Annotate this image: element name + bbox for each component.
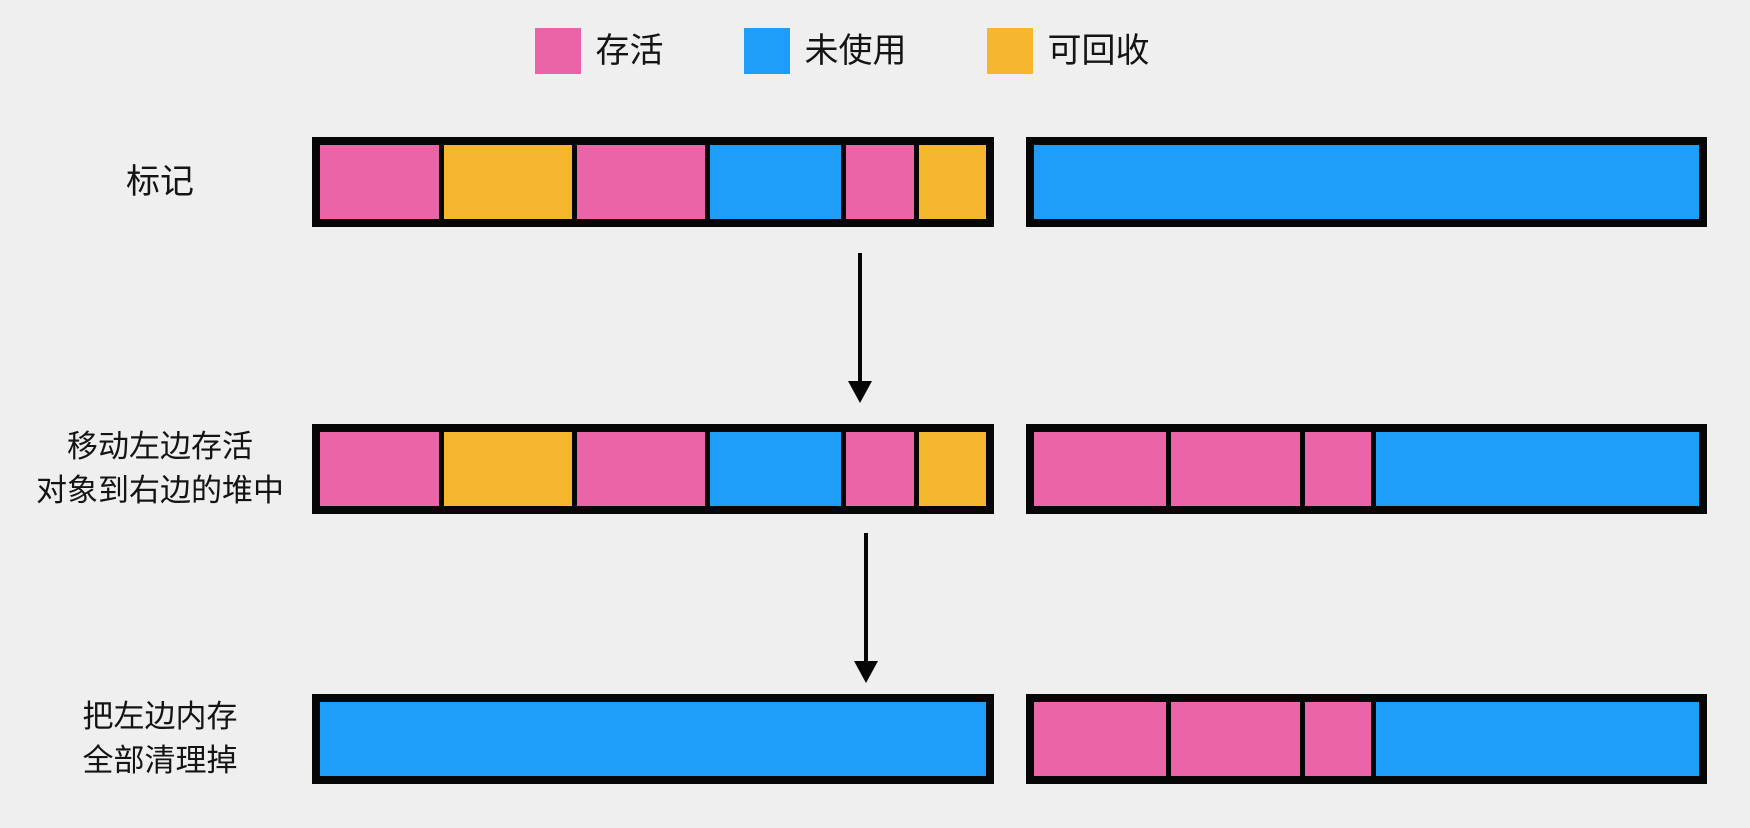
memory-segment-unused — [1375, 432, 1699, 506]
alive-swatch-icon — [534, 28, 581, 74]
memory-bar-left-heap — [312, 694, 994, 784]
stage-label-line: 移动左边存活 — [67, 428, 253, 464]
down-arrow-icon — [854, 533, 878, 683]
memory-segment-alive — [1170, 432, 1300, 506]
memory-segment-unused — [709, 432, 842, 506]
memory-segment-alive — [320, 145, 439, 219]
legend-item-unused: 未使用 — [743, 28, 907, 74]
memory-segment-alive — [846, 432, 914, 506]
stage-row-clear: 把左边内存 全部清理掉 — [0, 694, 1750, 784]
memory-segment-alive — [576, 432, 705, 506]
legend-label-recyclable: 可回收 — [1047, 32, 1150, 70]
stage-label-line: 标记 — [126, 162, 194, 201]
legend: 存活 未使用 可回收 — [0, 28, 1684, 74]
memory-segment-recyclable — [443, 432, 572, 506]
stage-label-line: 对象到右边的堆中 — [36, 473, 284, 508]
memory-segment-recyclable — [918, 145, 987, 219]
stage-label-line: 全部清理掉 — [82, 743, 238, 778]
recyclable-swatch-icon — [986, 28, 1033, 74]
memory-segment-alive — [576, 145, 705, 219]
memory-bar-left-heap — [312, 424, 994, 514]
memory-segment-unused — [709, 145, 842, 219]
arrow-head — [854, 661, 878, 683]
memory-segment-alive — [1304, 702, 1371, 776]
memory-segment-unused — [320, 702, 986, 776]
down-arrow-icon — [848, 253, 872, 403]
memory-bar-right-heap — [1026, 137, 1707, 227]
memory-segment-unused — [1375, 702, 1699, 776]
legend-item-recyclable: 可回收 — [986, 28, 1150, 74]
memory-segment-alive — [1170, 702, 1300, 776]
memory-segment-alive — [1304, 432, 1371, 506]
stage-label-clear: 把左边内存 全部清理掉 — [5, 695, 315, 783]
memory-bar-right-heap — [1026, 424, 1707, 514]
arrow-shaft — [864, 533, 868, 665]
stage-row-mark: 标记 — [0, 137, 1750, 227]
memory-segment-recyclable — [443, 145, 572, 219]
legend-item-alive: 存活 — [534, 28, 664, 74]
memory-bar-left-heap — [312, 137, 994, 227]
memory-segment-unused — [1034, 145, 1699, 219]
legend-label-unused: 未使用 — [804, 32, 907, 70]
memory-segment-alive — [1034, 432, 1166, 506]
arrow-shaft — [858, 253, 862, 385]
memory-segment-alive — [1034, 702, 1166, 776]
memory-segment-alive — [320, 432, 439, 506]
memory-segment-alive — [846, 145, 914, 219]
stage-row-move: 移动左边存活 对象到右边的堆中 — [0, 424, 1750, 514]
memory-segment-recyclable — [918, 432, 987, 506]
memory-bar-right-heap — [1026, 694, 1707, 784]
stage-label-move: 移动左边存活 对象到右边的堆中 — [5, 425, 315, 513]
unused-swatch-icon — [743, 28, 790, 74]
stage-label-line: 把左边内存 — [82, 698, 238, 734]
legend-label-alive: 存活 — [595, 32, 664, 70]
arrow-head — [848, 381, 872, 403]
stage-label-mark: 标记 — [5, 158, 315, 206]
